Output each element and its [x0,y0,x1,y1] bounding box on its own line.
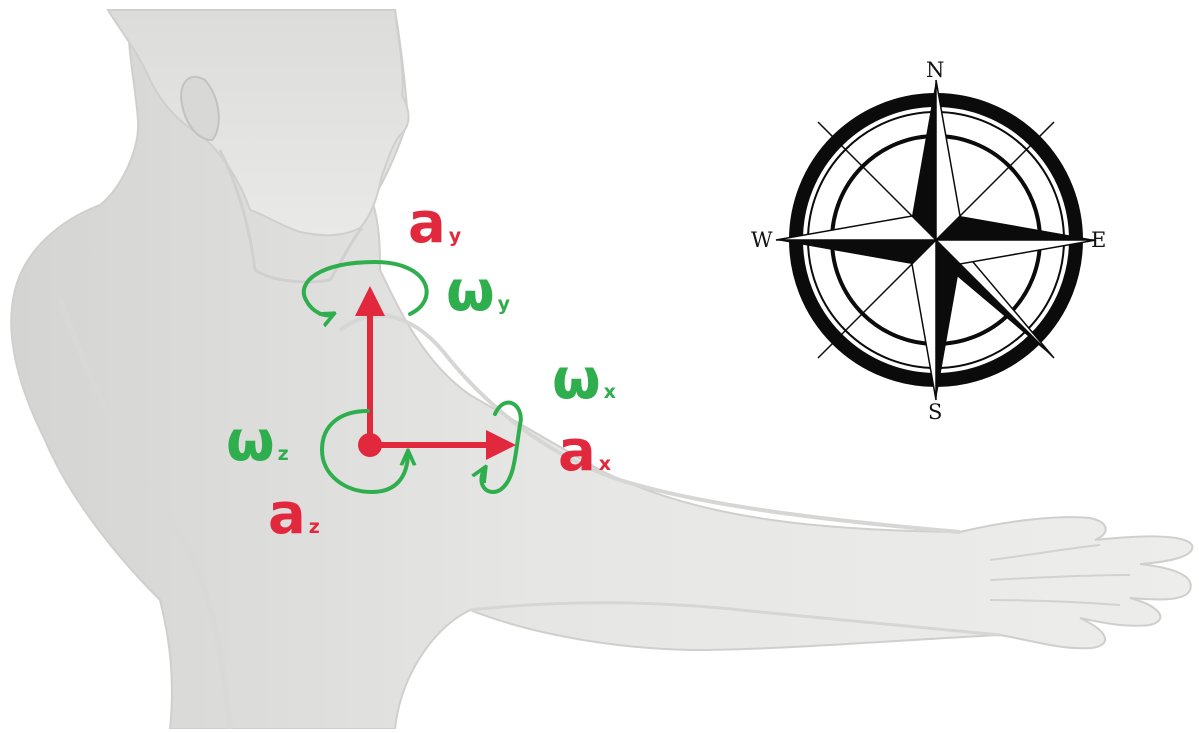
label-a-x-subscript: x [599,453,611,475]
label-w-x-symbol: ω [552,347,601,412]
label-a-z-symbol: a [268,482,306,547]
label-a-y-symbol: a [408,191,446,256]
compass-south-label: S [928,402,942,423]
label-a-x-symbol: a [558,419,596,484]
compass-rose-icon [776,80,1096,400]
label-w-x-subscript: x [604,381,616,403]
compass-east-label: E [1091,230,1106,251]
label-a-z-subscript: z [309,516,320,538]
label-w-z-subscript: z [278,443,289,465]
compass-north-label: N [926,60,944,81]
compass-west-label: W [751,230,773,251]
label-a-y-subscript: y [449,225,461,247]
sensor-origin-dot [358,433,382,457]
label-w-y-symbol: ω [446,259,495,324]
label-w-z-symbol: ω [226,409,275,474]
label-w-y-subscript: y [498,293,510,315]
